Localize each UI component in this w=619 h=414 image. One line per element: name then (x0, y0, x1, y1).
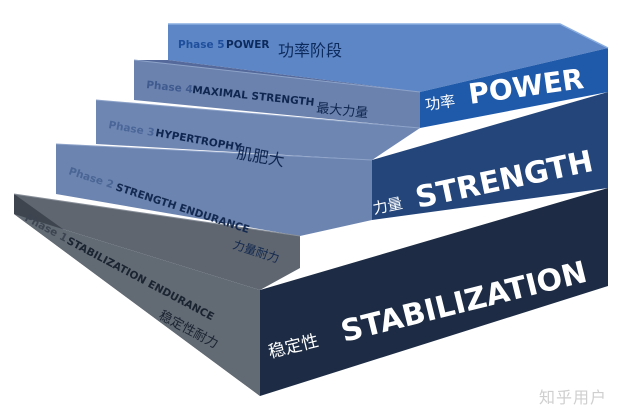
step-5-top-surface (168, 24, 608, 92)
category-strength-cn: 力量 (371, 194, 404, 218)
phase-5-name: POWER (226, 39, 269, 51)
step-3-hypertrophy (96, 92, 608, 220)
ledge-edge-5 (168, 23, 609, 49)
ledge-edge-1 (13, 193, 301, 237)
phase-4-label: Phase 4 (146, 79, 194, 96)
step-3-top-surface (96, 100, 420, 160)
step-5-front-face (420, 48, 608, 128)
step-2-top-surface (56, 144, 372, 236)
watermark-text: 知乎用户 (538, 388, 607, 407)
step-1-front-face (260, 188, 608, 396)
step-1-top-main (14, 214, 260, 396)
step-3-front-face (372, 92, 608, 220)
step-1-top-surface (14, 194, 300, 290)
phase-5-label: Phase 5 (178, 39, 225, 51)
step-2-strength-endurance (56, 144, 372, 236)
ledge-edge-3 (95, 99, 421, 129)
phase-4-name-cn: 最大力量 (316, 101, 369, 121)
ledge-edge-2 (55, 143, 373, 161)
category-power-cn: 功率 (424, 92, 456, 114)
step-5-power (168, 24, 608, 128)
step-4-top-surface (134, 60, 420, 128)
step-1-stabilization-endurance (14, 188, 608, 396)
phase-5-name-cn: 功率阶段 (278, 41, 342, 60)
ledge-edge-4 (133, 59, 421, 93)
